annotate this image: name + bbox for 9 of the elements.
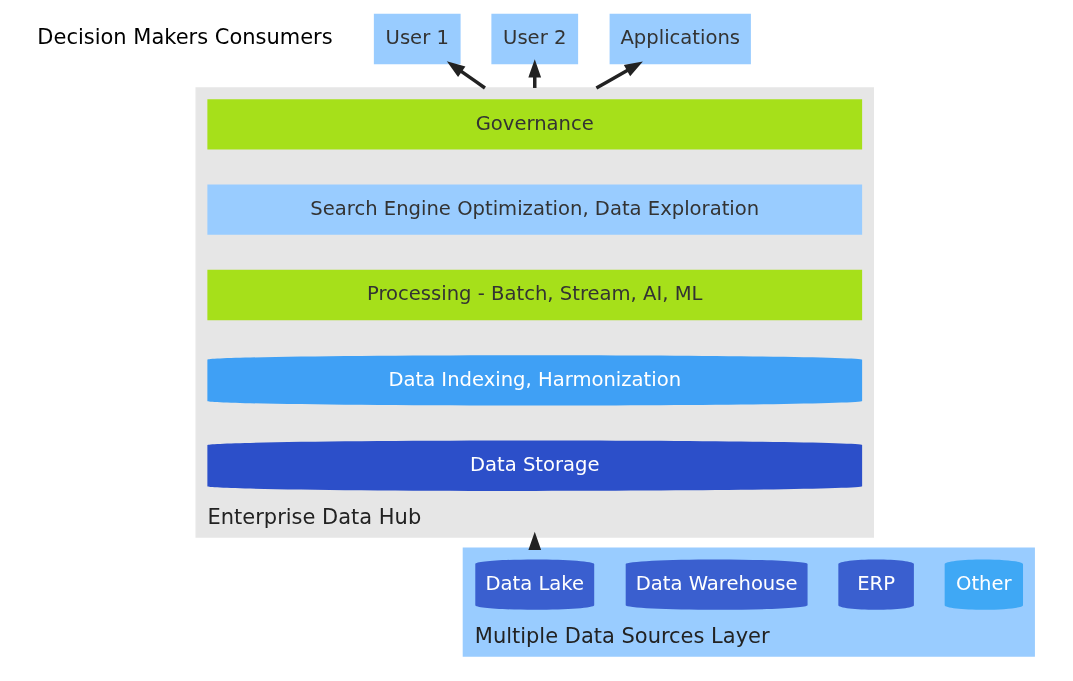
node-box: Search Engine Optimization, Data Exploration (207, 184, 863, 235)
label: Decision Makers Consumers (37, 24, 333, 49)
node-box: User 2 (491, 13, 579, 65)
node-box: User 1 (373, 13, 461, 65)
arrow (595, 61, 643, 90)
node-box: Applications (609, 13, 751, 65)
arrow (446, 61, 486, 90)
node-box: Governance (207, 99, 863, 150)
node-box: Processing - Batch, Stream, AI, ML (207, 269, 863, 321)
